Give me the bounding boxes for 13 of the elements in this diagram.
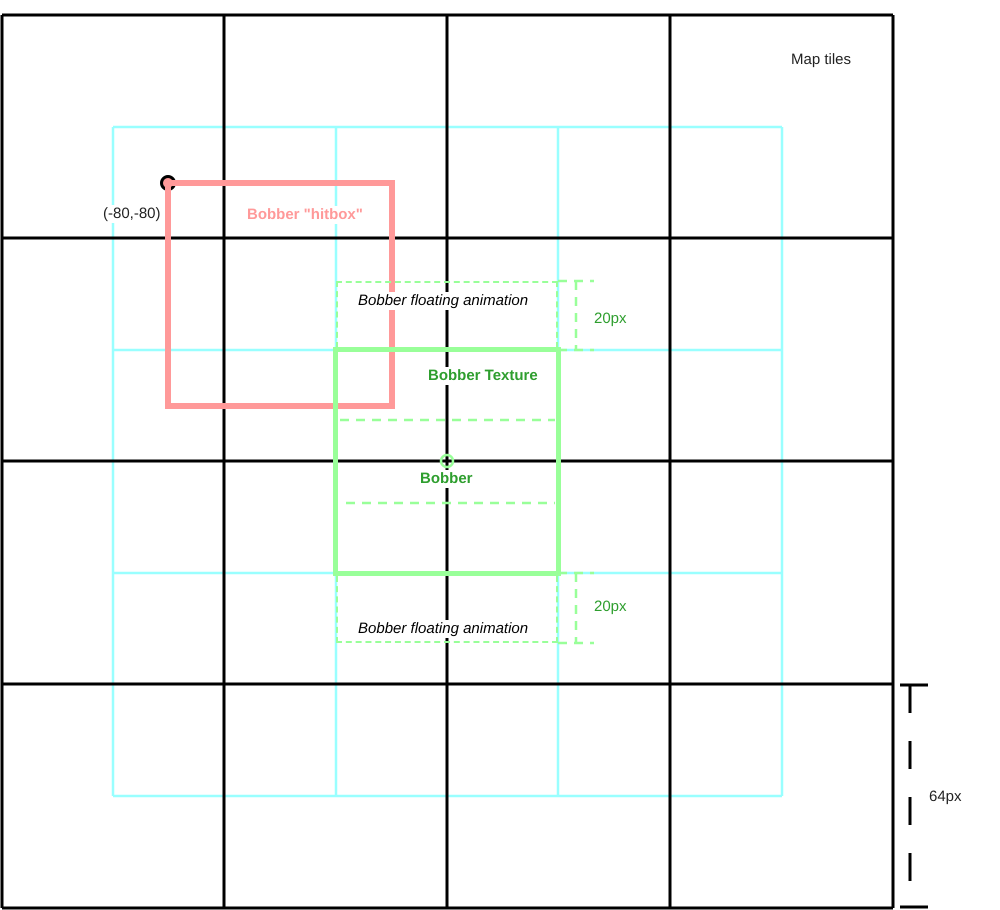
- point-label: Bobber: [418, 470, 474, 488]
- animation-range-box: [336, 281, 558, 348]
- animation-range-box: [336, 576, 558, 643]
- coordinate-label: (-80,-80): [101, 205, 163, 223]
- hitbox-label: Bobber "hitbox": [245, 206, 365, 224]
- texture-rectangle: [333, 347, 561, 576]
- dimension-label: 64px: [927, 788, 964, 806]
- texture-label: Bobber Texture: [426, 367, 540, 385]
- animation-label: Bobber floating animation: [356, 292, 530, 310]
- caption: Map tiles: [789, 51, 854, 69]
- dimension-label: 20px: [592, 598, 629, 616]
- dimension-label: 20px: [592, 310, 629, 328]
- animation-label: Bobber floating animation: [356, 620, 530, 638]
